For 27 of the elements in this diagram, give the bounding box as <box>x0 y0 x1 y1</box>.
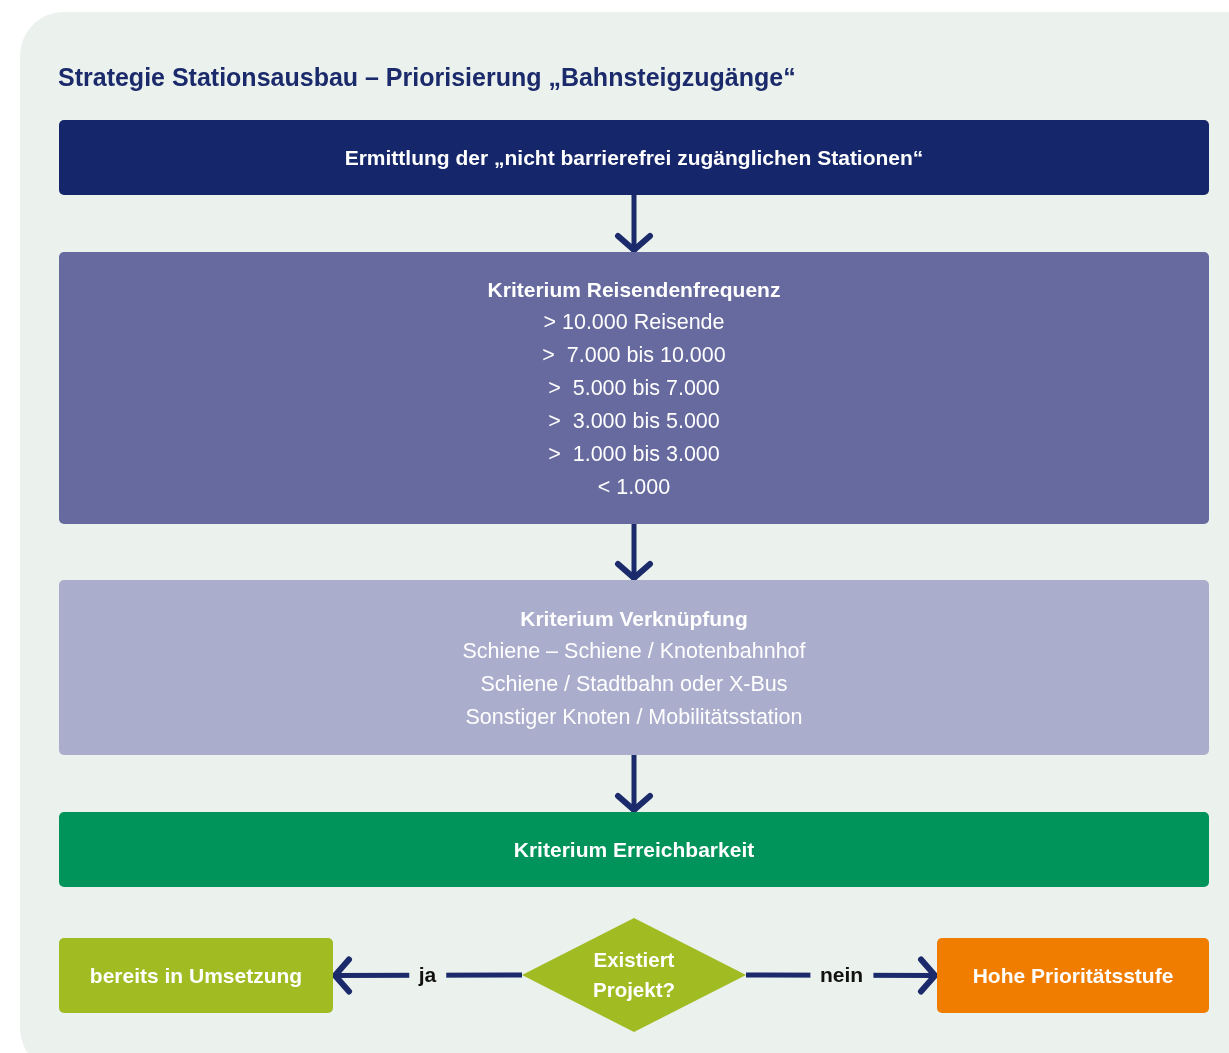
arrow <box>615 195 653 253</box>
node-text: > 10.000 Reisende <box>543 308 725 336</box>
node-heading: Kriterium Verknüpfung <box>520 605 748 632</box>
node-text: > 3.000 bis 5.000 <box>548 407 720 435</box>
node-heading: Ermittlung der „nicht barrierefrei zugänglichen Stationen“ <box>344 145 924 171</box>
process-box <box>59 120 1209 195</box>
node-text: > 7.000 bis 10.000 <box>542 341 726 369</box>
node-heading: bereits in Umsetzung <box>89 963 303 989</box>
node-text: > 5.000 bis 7.000 <box>548 374 720 402</box>
criterion-box <box>59 580 1209 755</box>
node-text: Schiene – Schiene / Knotenbahnhof <box>462 637 806 665</box>
criterion-box <box>59 252 1209 524</box>
node-heading: Kriterium Erreichbarkeit <box>513 837 755 863</box>
node-text: < 1.000 <box>597 473 671 501</box>
criterion-box <box>59 812 1209 887</box>
arrow <box>615 524 653 581</box>
node-text: Schiene / Stadtbahn oder X-Bus <box>480 670 788 698</box>
node-heading: Kriterium Reisendenfrequenz <box>487 276 781 303</box>
result-box <box>937 938 1209 1013</box>
diagram-title: Strategie Stationsausbau – Priorisierung „Bahnsteigzugänge“ <box>58 63 796 92</box>
node-heading: Hohe Prioritätsstufe <box>972 963 1174 989</box>
result-box <box>59 938 333 1013</box>
node-heading: Existiert Projekt? <box>592 947 676 1003</box>
arrow <box>615 755 653 813</box>
decision-diamond <box>522 918 746 1032</box>
node-text: Sonstiger Knoten / Mobilitätsstation <box>465 703 803 731</box>
node-text: > 1.000 bis 3.000 <box>548 440 720 468</box>
